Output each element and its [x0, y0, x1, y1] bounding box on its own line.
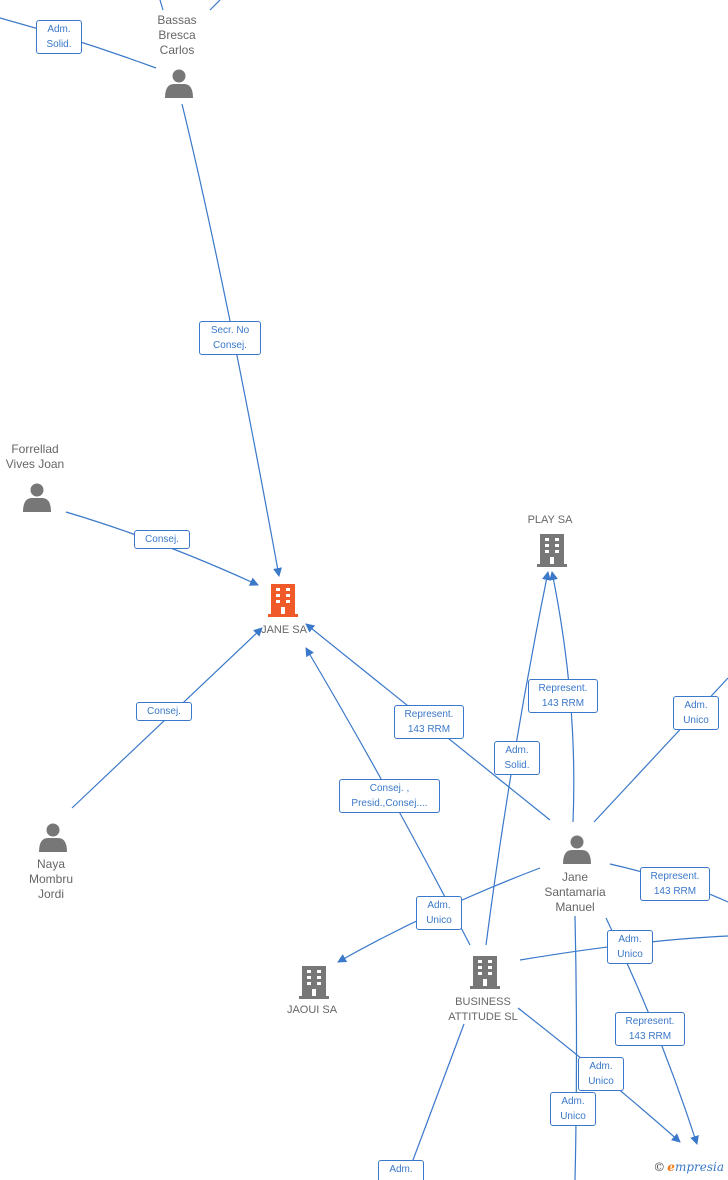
company-label-play-sa[interactable]: PLAY SA	[527, 514, 573, 526]
edge-label-adm-unico: Adm. Unico	[578, 1057, 624, 1091]
edge-label-represent: Represent. 143 RRM	[394, 705, 464, 739]
edge-jane-bottom	[574, 915, 578, 1180]
edge-top-stub-1	[159, 0, 164, 11]
person-icon[interactable]	[23, 483, 51, 513]
edge-business-bottom	[409, 1023, 465, 1169]
building-icon[interactable]	[470, 956, 500, 989]
edge-label-adm-solid: Adm. Solid.	[36, 20, 82, 54]
edge-label-adm-unico: Adm. Unico	[550, 1092, 596, 1126]
company-label-business-attitude[interactable]: BUSINESS ATTITUDE SL	[448, 996, 518, 1023]
edge-label-represent: Represent. 143 RRM	[528, 679, 598, 713]
building-icon[interactable]	[299, 966, 329, 999]
edge-label-adm: Adm.	[378, 1160, 424, 1180]
edge-bassas-janesa	[181, 103, 282, 577]
person-label-jane-santamaria[interactable]: Jane Santamaria Manuel	[544, 870, 606, 914]
edge-top-stub-2	[209, 0, 221, 11]
person-icon[interactable]	[39, 823, 67, 853]
brand-initial: e	[667, 1160, 675, 1174]
edge-label-consej: Consej.	[134, 530, 190, 549]
person-label-naya[interactable]: Naya Mombru Jordi	[28, 857, 73, 901]
edge-label-represent: Represent. 143 RRM	[640, 867, 710, 901]
building-icon[interactable]	[537, 534, 567, 567]
building-icon[interactable]	[268, 584, 298, 617]
edge-label-adm-unico: Adm. Unico	[607, 930, 653, 964]
company-label-jane-sa[interactable]: JANE SA	[261, 624, 307, 636]
copyright-icon: ©	[653, 1160, 666, 1174]
edge-label-adm-unico: Adm. Unico	[416, 896, 462, 930]
company-label-jaoui-sa[interactable]: JAOUI SA	[286, 1004, 338, 1016]
brand-name: mpresia	[674, 1160, 724, 1174]
edge-label-represent: Represent. 143 RRM	[615, 1012, 685, 1046]
edge-label-secr-no-consej: Secr. No Consej.	[199, 321, 261, 355]
person-icon[interactable]	[165, 69, 193, 99]
edge-label-adm-unico: Adm. Unico	[673, 696, 719, 730]
edge-label-consej-presid: Consej. , Presid.,Consej....	[339, 779, 440, 813]
person-icon[interactable]	[563, 835, 591, 865]
person-label-forrellad[interactable]: Forrellad Vives Joan	[5, 442, 65, 471]
empresia-logo: ©empresia	[653, 1160, 724, 1174]
person-label-bassas[interactable]: Bassas Bresca Carlos	[157, 13, 197, 57]
edge-label-consej: Consej.	[136, 702, 192, 721]
edge-label-adm-solid: Adm. Solid.	[494, 741, 540, 775]
